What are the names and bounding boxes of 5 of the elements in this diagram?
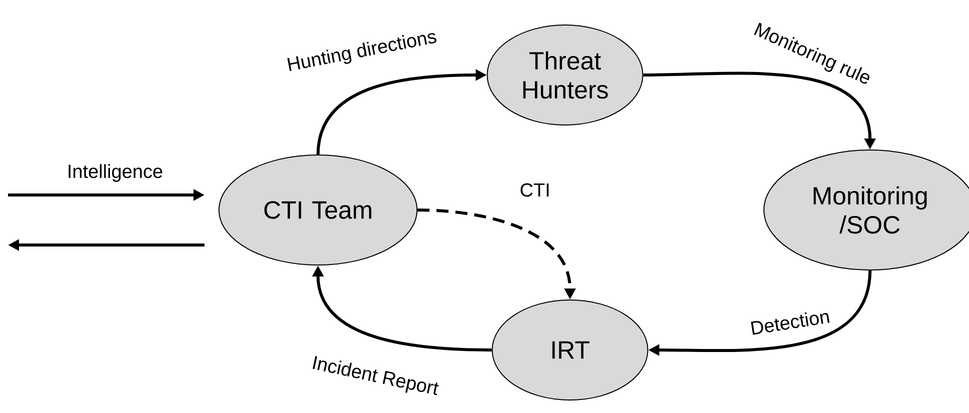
edge-label: Intelligence <box>68 164 162 182</box>
edge-label: Hunting directions <box>287 33 436 72</box>
edge-label: Detection <box>750 312 830 335</box>
edge-label: CTI <box>520 183 549 197</box>
edge-label: Incident Report <box>312 356 439 396</box>
